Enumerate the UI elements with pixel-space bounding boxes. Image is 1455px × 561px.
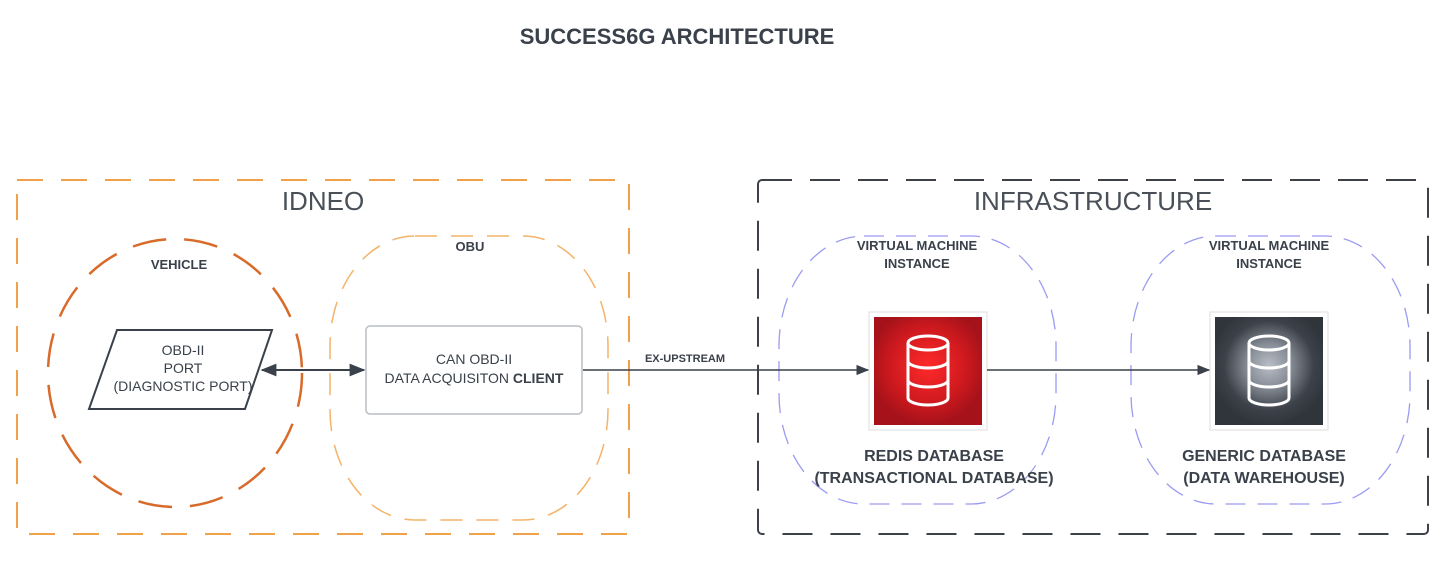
obd-port-shape[interactable]: [87, 329, 274, 410]
infrastructure-group: INFRASTRUCTURE VIRTUAL MACHINE INSTANCE …: [757, 179, 1429, 535]
generic-database-node[interactable]: GENERIC DATABASE (DATA WAREHOUSE): [1182, 311, 1346, 487]
vm2-label-line-1: VIRTUAL MACHINE: [1209, 238, 1330, 253]
obd-port-line-3: (DIAGNOSTIC PORT): [114, 378, 253, 394]
redis-database-icon[interactable]: [874, 317, 982, 425]
generic-database-line-1: GENERIC DATABASE: [1182, 448, 1346, 465]
ex-upstream-label: EX-UPSTREAM: [645, 353, 725, 365]
vehicle-label: VEHICLE: [151, 257, 208, 272]
idneo-group: IDNEO VEHICLE OBD-II PORT (DIAGNOSTIC PO…: [16, 179, 630, 535]
redis-database-node[interactable]: REDIS DATABASE (TRANSACTIONAL DATABASE): [814, 311, 1054, 487]
vm1-label-line-2: INSTANCE: [884, 256, 950, 271]
can-client-line-2-prefix: DATA ACQUISITON: [385, 370, 513, 386]
can-client-line-2: DATA ACQUISITON CLIENT: [385, 370, 564, 386]
vm2-label-line-2: INSTANCE: [1236, 256, 1302, 271]
generic-database-icon[interactable]: [1215, 317, 1323, 425]
generic-database-line-2: (DATA WAREHOUSE): [1183, 470, 1344, 487]
generic-cylinder-icon: [1247, 334, 1291, 407]
redis-cylinder-icon: [906, 334, 950, 407]
idneo-label: IDNEO: [282, 186, 364, 216]
obu-label: OBU: [456, 239, 485, 254]
obd-port-line-1: OBD-II: [162, 342, 205, 358]
obu-boundary: [329, 235, 609, 521]
obd-port-node[interactable]: OBD-II PORT (DIAGNOSTIC PORT): [87, 329, 274, 410]
can-client-box[interactable]: [365, 325, 583, 415]
vm1-label-line-1: VIRTUAL MACHINE: [857, 238, 978, 253]
infrastructure-boundary: [757, 179, 1429, 535]
redis-database-line-1: REDIS DATABASE: [864, 448, 1004, 465]
can-client-node[interactable]: CAN OBD-II DATA ACQUISITON CLIENT: [365, 325, 583, 415]
obd-port-line-2: PORT: [164, 360, 203, 376]
infrastructure-label: INFRASTRUCTURE: [974, 186, 1212, 216]
can-client-line-1: CAN OBD-II: [436, 351, 512, 367]
can-client-line-2-bold: CLIENT: [513, 370, 564, 386]
diagram-title: SUCCESS6G ARCHITECTURE: [520, 24, 835, 49]
redis-database-line-2: (TRANSACTIONAL DATABASE): [814, 470, 1053, 487]
